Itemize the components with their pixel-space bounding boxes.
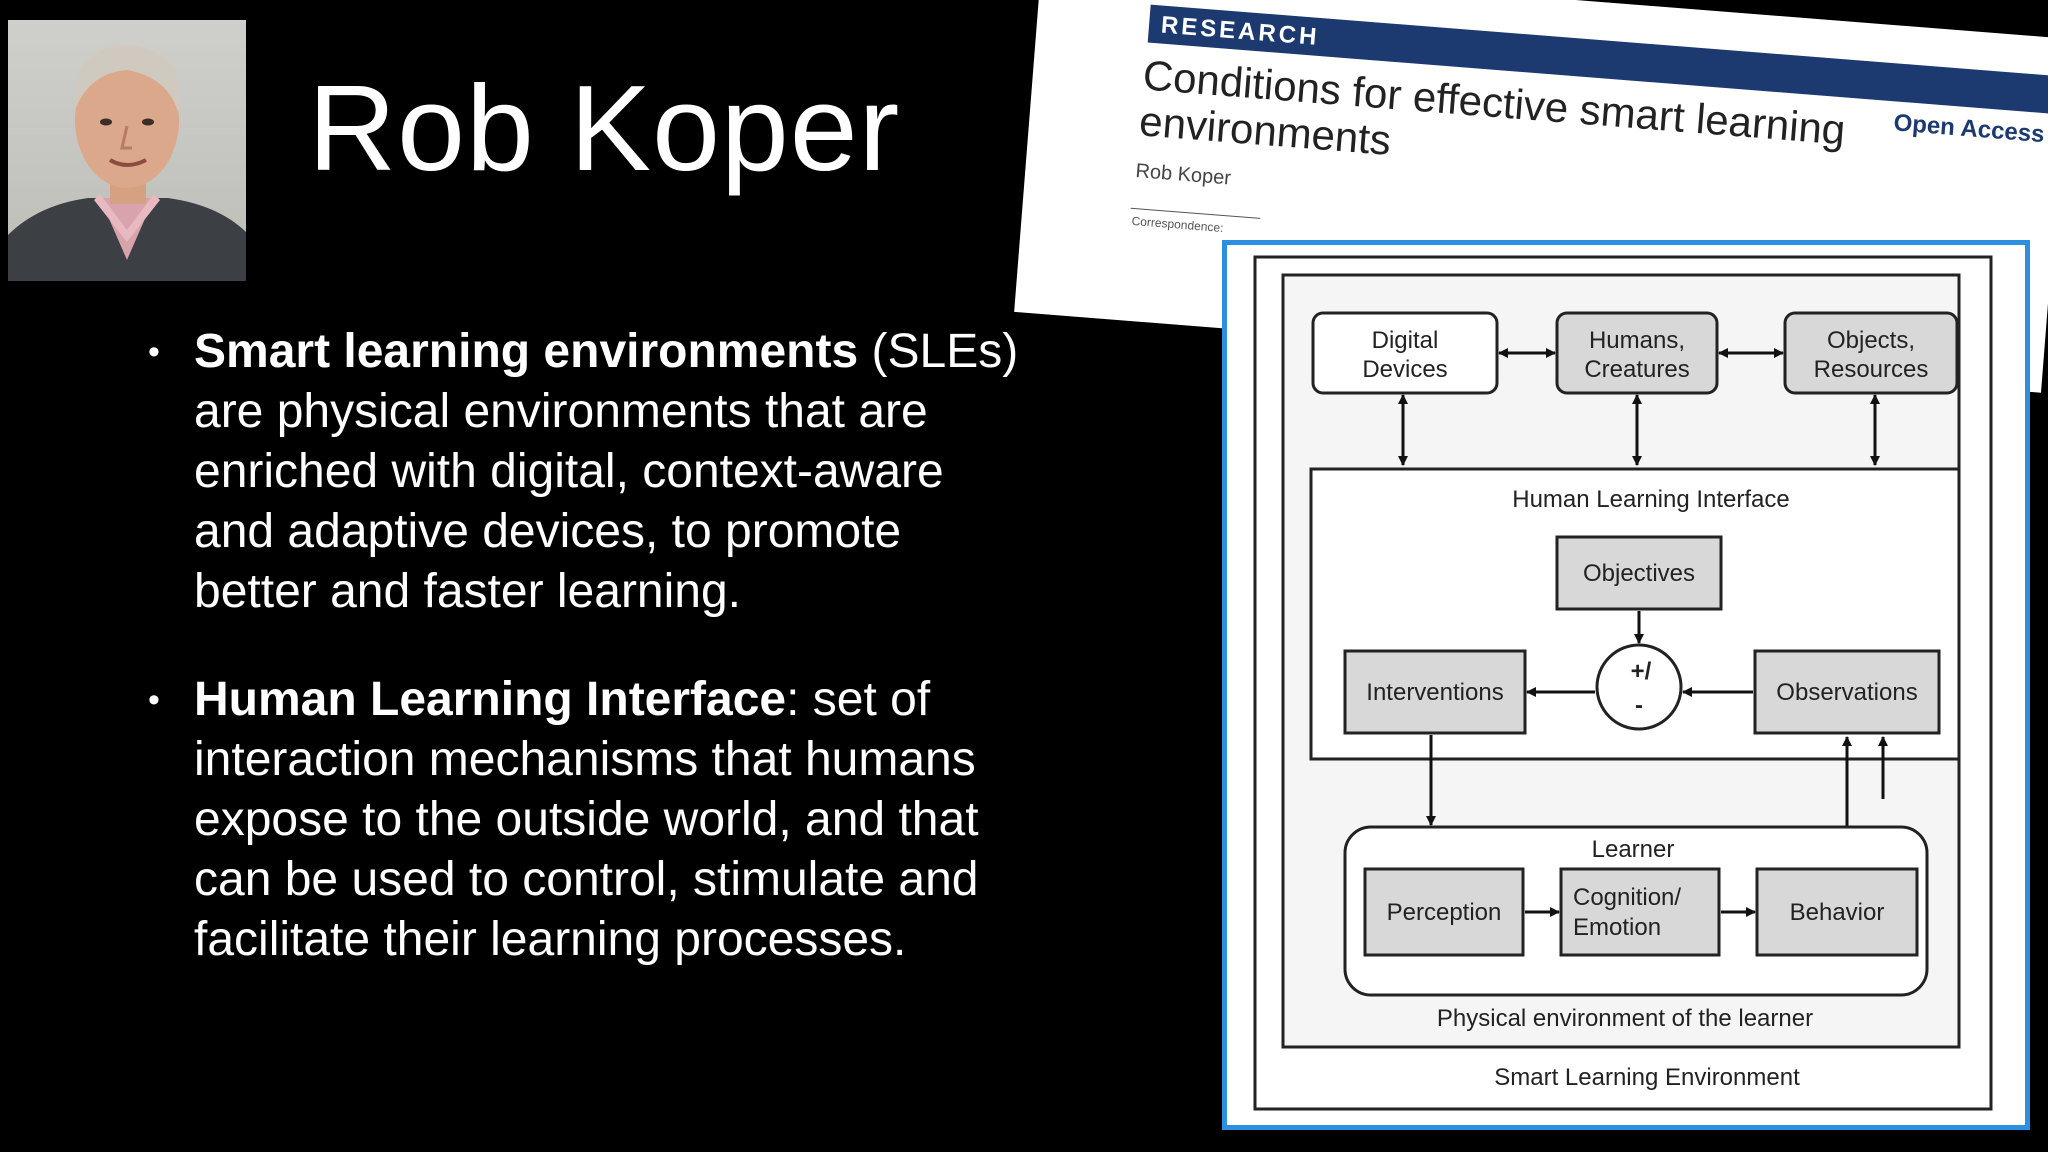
sle-diagram-graphic: Digital Devices Humans, Creatures Object… bbox=[1253, 255, 1993, 1111]
hli-label: Human Learning Interface bbox=[1512, 486, 1790, 513]
bullet-text: (SLEs) are physical environments that ar… bbox=[194, 325, 1019, 618]
bullet-text: : set of interaction mechanisms that hum… bbox=[194, 673, 979, 966]
digital-devices-label: Digital bbox=[1372, 327, 1439, 354]
perception-label: Perception bbox=[1387, 899, 1502, 926]
learner-label: Learner bbox=[1592, 836, 1675, 863]
digital-devices-label: Devices bbox=[1362, 356, 1447, 383]
comparator-node bbox=[1595, 643, 1683, 731]
speaker-portrait-illustration bbox=[8, 45, 246, 281]
observations-box bbox=[1753, 649, 1941, 735]
bullet-term: Human Learning Interface bbox=[194, 673, 787, 726]
interventions-box bbox=[1343, 649, 1527, 735]
perception-box bbox=[1363, 867, 1525, 957]
objects-resources-box bbox=[1783, 311, 1959, 395]
objects-resources-label: Resources bbox=[1814, 356, 1929, 383]
bullet-item-hli: • Human Learning Interface: set of inter… bbox=[140, 670, 1020, 970]
slide-title: Rob Koper bbox=[308, 60, 901, 196]
cognition-label: Cognition/ bbox=[1573, 884, 1681, 911]
comparator-label: +/ bbox=[1631, 658, 1652, 685]
correspondence-label: Correspondence: bbox=[1131, 213, 1224, 236]
sle-diagram: Digital Devices Humans, Creatures Object… bbox=[1222, 240, 2030, 1130]
bullet-dot: • bbox=[148, 681, 160, 719]
bullet-dot: • bbox=[148, 333, 160, 371]
bullet-term: Smart learning environments bbox=[194, 325, 859, 378]
humans-creatures-label: Humans, bbox=[1589, 327, 1685, 354]
cognition-label: Emotion bbox=[1573, 914, 1661, 941]
objectives-box bbox=[1555, 535, 1723, 611]
behavior-label: Behavior bbox=[1790, 899, 1885, 926]
paper-author: Rob Koper bbox=[1134, 160, 1232, 190]
cognition-box bbox=[1559, 867, 1721, 957]
bullet-list: • Smart learning environments (SLEs) are… bbox=[140, 322, 1020, 1018]
speaker-photo bbox=[8, 20, 246, 281]
comparator-label: - bbox=[1635, 692, 1643, 719]
behavior-box bbox=[1755, 867, 1919, 957]
objects-resources-label: Objects, bbox=[1827, 327, 1915, 354]
humans-creatures-box bbox=[1555, 311, 1719, 395]
sle-label: Smart Learning Environment bbox=[1494, 1064, 1800, 1091]
interventions-label: Interventions bbox=[1366, 679, 1503, 706]
objectives-label: Objectives bbox=[1583, 560, 1695, 587]
physical-env-label: Physical environment of the learner bbox=[1437, 1005, 1813, 1032]
bullet-item-sle: • Smart learning environments (SLEs) are… bbox=[140, 322, 1020, 622]
humans-creatures-label: Creatures bbox=[1584, 356, 1689, 383]
open-access-label: Open Access bbox=[1892, 109, 2046, 149]
digital-devices-box bbox=[1311, 311, 1499, 395]
observations-label: Observations bbox=[1776, 679, 1917, 706]
